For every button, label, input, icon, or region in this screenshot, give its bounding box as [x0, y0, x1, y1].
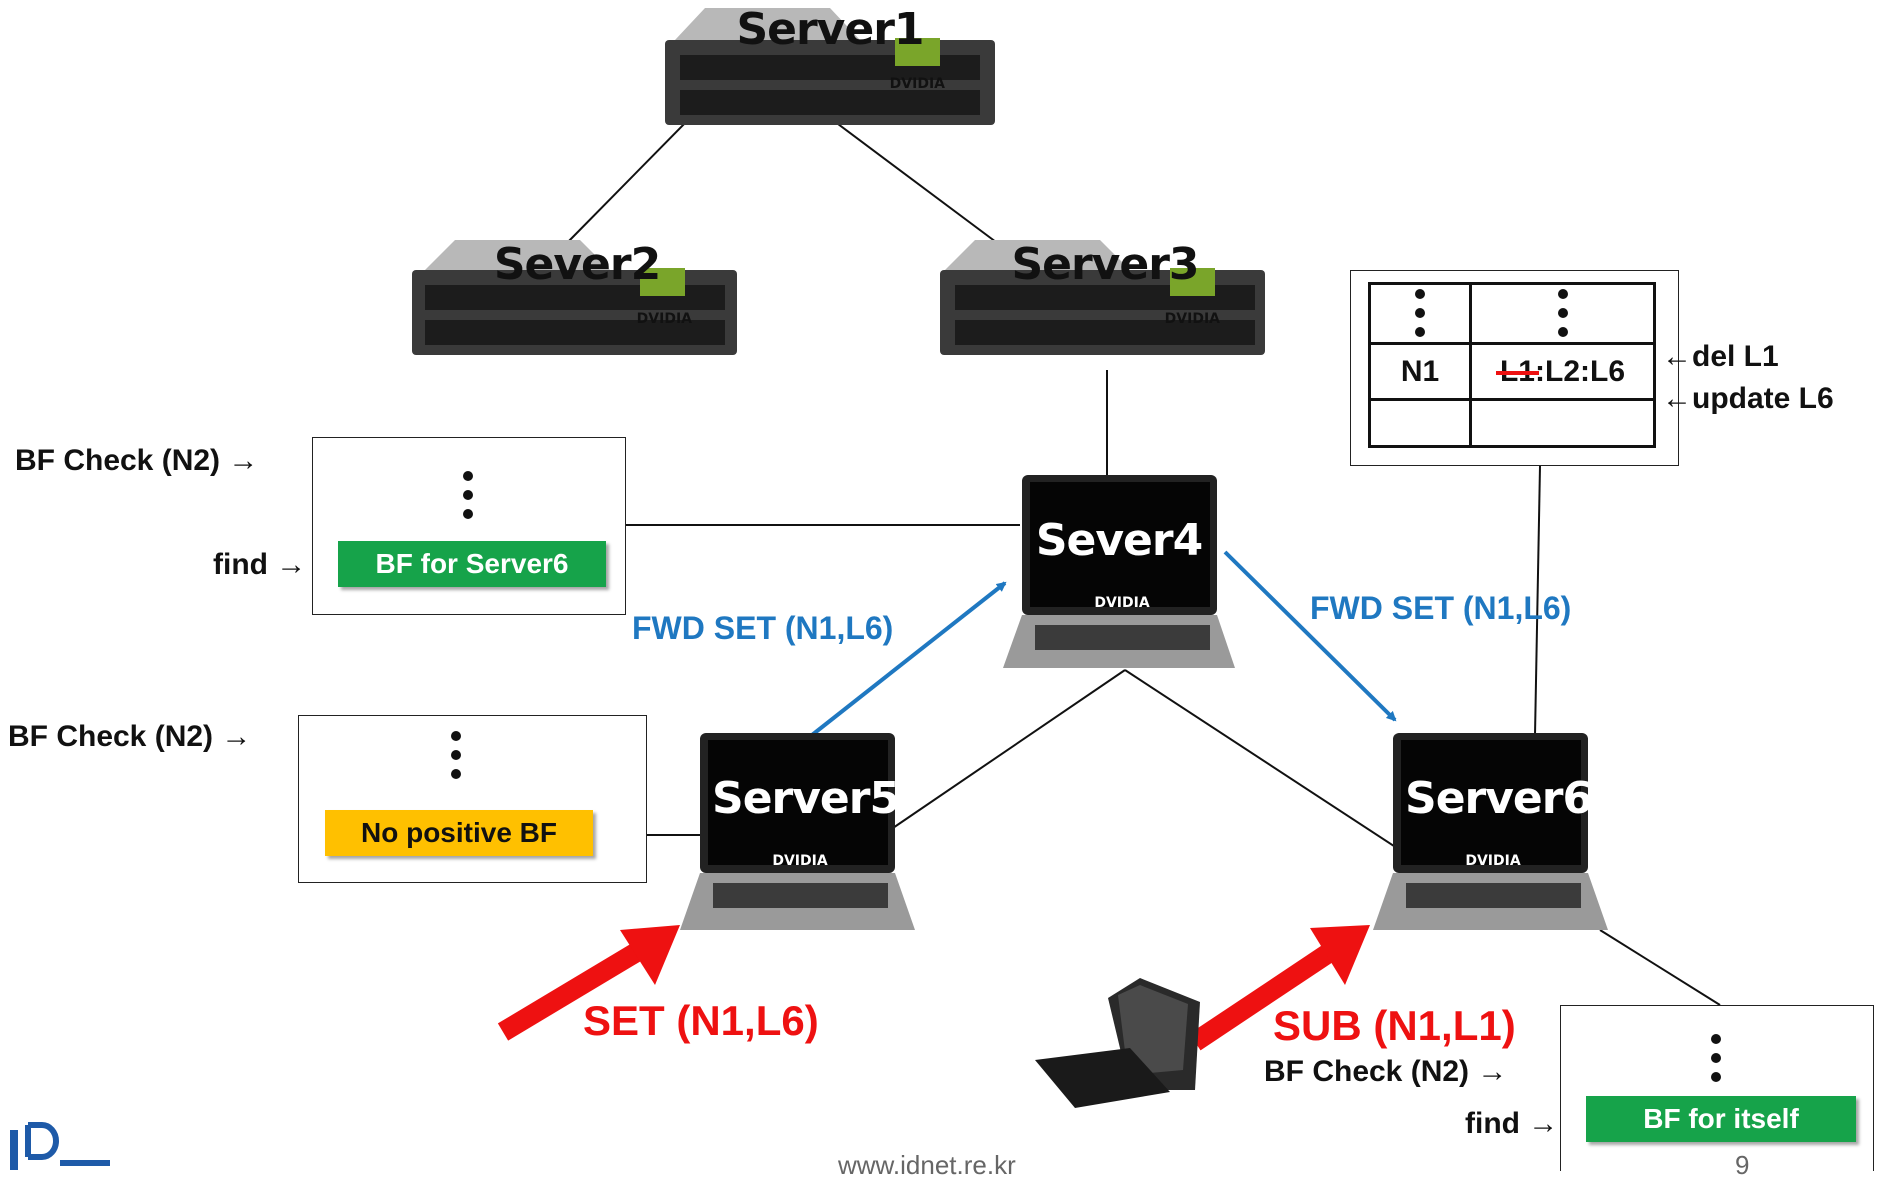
sub-arrow — [1189, 925, 1370, 1051]
server1-node: Server1 DVIDIA — [665, 4, 995, 140]
table-row — [1368, 282, 1656, 345]
link-server4-server6 — [1124, 669, 1401, 851]
set-arrow — [497, 925, 680, 1041]
link-server6-panel — [1599, 929, 1721, 1006]
topology-links — [564, 117, 1721, 1006]
fwd-arrow-right — [1223, 550, 1397, 722]
footer-url: www.idnet.re.kr — [838, 1150, 1016, 1180]
remaining-value: :L2:L6 — [1535, 354, 1625, 388]
bf-for-itself-badge: BF for itself — [1586, 1096, 1856, 1142]
server2-label: Sever2 — [493, 239, 661, 290]
bf-check-label-mid: BF Check (N2) → — [8, 720, 252, 753]
bf-panel-mid-left: No positive BF — [298, 715, 647, 883]
table-row: N1 L1:L2:L6 — [1368, 342, 1656, 401]
fwd-set-label-right: FWD SET (N1,L6) — [1310, 590, 1572, 626]
vertical-ellipsis-icon — [458, 471, 478, 528]
bf-for-server6-badge: BF for Server6 — [338, 541, 606, 587]
rack-body-3 — [940, 240, 1265, 355]
server4-brand: DVIDIA — [1094, 595, 1150, 611]
vertical-ellipsis-icon — [1553, 289, 1573, 337]
set-label: SET (N1,L6) — [583, 997, 819, 1044]
find-label-bottom: find → — [1465, 1107, 1559, 1140]
location-table: N1 L1:L2:L6 — [1368, 282, 1656, 448]
bf-panel-top-left: BF for Server6 — [312, 437, 626, 615]
server4-label: Sever4 — [1035, 515, 1203, 566]
bf-panel-bottom-right: BF for itself — [1560, 1005, 1874, 1171]
laptop-body-6 — [1373, 733, 1608, 930]
link-server4-server5 — [889, 669, 1126, 831]
server6-node: Server6 DVIDIA — [1393, 733, 1623, 933]
idnet-logo — [10, 1122, 110, 1170]
table-cell-ellipsis — [1469, 282, 1656, 345]
page-number: 9 — [1735, 1150, 1750, 1180]
fwd-arrow-left — [810, 581, 1007, 737]
server1-brand: DVIDIA — [889, 76, 945, 92]
table-cell-key: N1 — [1368, 342, 1472, 401]
link-server1-server3 — [829, 117, 1001, 246]
client-laptop-icon — [1035, 978, 1200, 1108]
server5-label: Server5 — [712, 773, 900, 824]
rack-body-1 — [665, 8, 995, 125]
table-cell-value: L1:L2:L6 — [1469, 342, 1656, 401]
bf-check-label-top: BF Check (N2) → — [15, 444, 259, 477]
laptop-body-5 — [680, 733, 915, 930]
link-server1-server2 — [564, 117, 691, 246]
link-table-server6 — [1534, 465, 1541, 736]
server2-brand: DVIDIA — [636, 311, 692, 327]
server4-node: Sever4 DVIDIA — [1022, 475, 1252, 675]
server3-node: Server3 DVIDIA — [940, 239, 1270, 375]
rack-body-2 — [412, 240, 737, 355]
bf-check-label-bottom: BF Check (N2) → — [1264, 1055, 1508, 1088]
server1-label: Server1 — [736, 4, 924, 55]
fwd-set-label-left: FWD SET (N1,L6) — [632, 610, 894, 646]
struck-value: L1 — [1499, 354, 1535, 388]
server6-brand: DVIDIA — [1465, 853, 1521, 869]
laptop-body-4 — [1003, 475, 1235, 668]
server5-brand: DVIDIA — [772, 853, 828, 869]
no-positive-bf-badge: No positive BF — [325, 810, 593, 856]
server3-label: Server3 — [1011, 239, 1199, 290]
vertical-ellipsis-icon — [1706, 1034, 1726, 1091]
table-cell-ellipsis — [1368, 282, 1472, 345]
server6-label: Server6 — [1405, 773, 1593, 824]
vertical-ellipsis-icon — [1410, 289, 1430, 337]
sub-label: SUB (N1,L1) — [1273, 1002, 1516, 1049]
server5-node: Server5 DVIDIA — [700, 733, 930, 933]
server3-brand: DVIDIA — [1164, 311, 1220, 327]
find-label-top: find → — [213, 548, 307, 581]
del-l1-note: ←del L1 — [1662, 340, 1779, 373]
vertical-ellipsis-icon — [446, 731, 466, 788]
update-l6-note: ←update L6 — [1662, 382, 1834, 415]
server2-node: Sever2 DVIDIA — [412, 239, 742, 375]
table-row — [1368, 398, 1656, 448]
